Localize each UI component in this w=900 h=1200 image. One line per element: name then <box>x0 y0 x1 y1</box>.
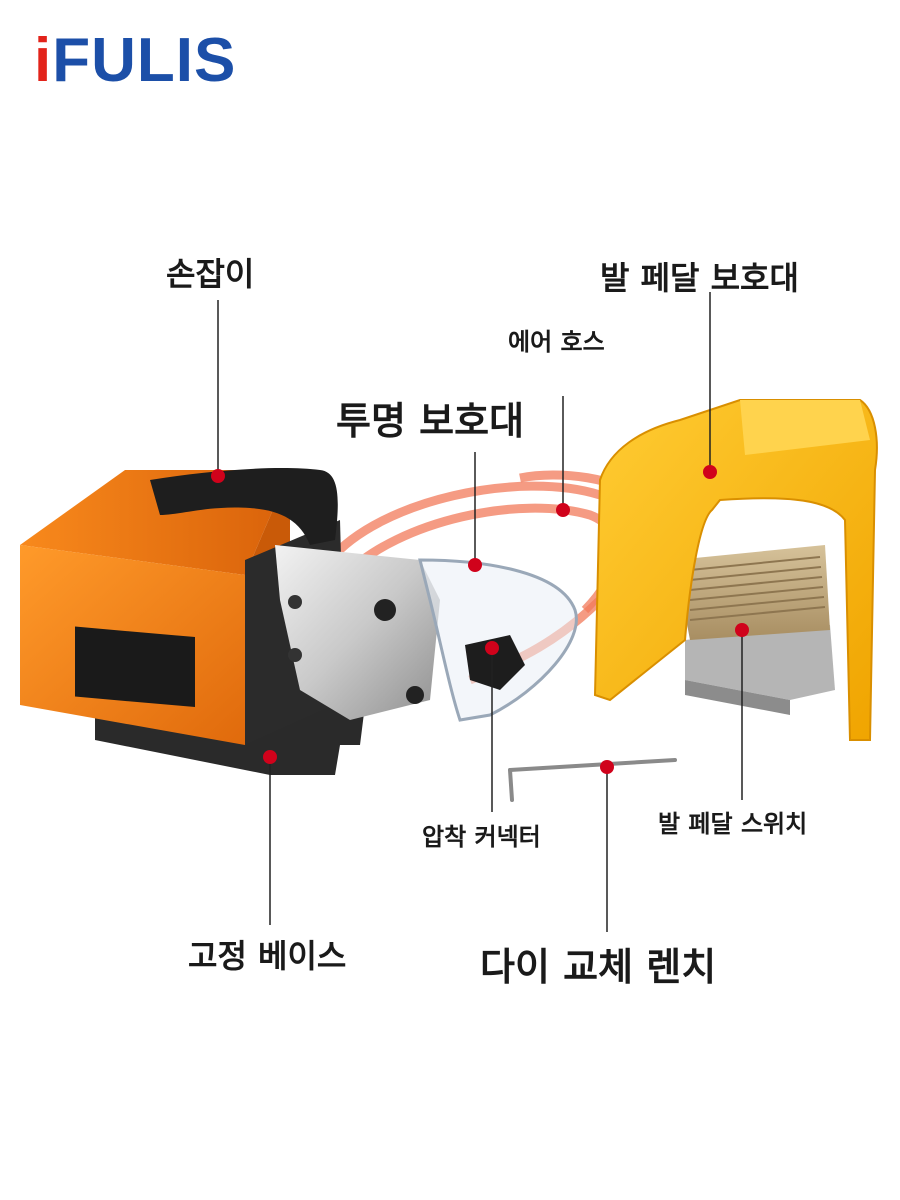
crimping-machine <box>20 468 578 775</box>
foot-pedal <box>593 399 878 741</box>
label-crimp-connector: 압착 커넥터 <box>422 823 541 851</box>
marker-fixed-base <box>263 750 277 764</box>
logo-i: i <box>34 26 53 95</box>
marker-clear-guard <box>468 558 482 572</box>
marker-die-wrench <box>600 760 614 774</box>
markers <box>211 465 749 774</box>
brand-logo: iFULIS <box>34 30 236 92</box>
label-pedal-switch: 발 페달 스위치 <box>658 810 808 838</box>
spec-plate <box>75 626 195 708</box>
label-fixed-base: 고정 베이스 <box>188 937 347 975</box>
label-pedal-guard: 발 페달 보호대 <box>600 259 799 297</box>
label-air-hose: 에어 호스 <box>508 328 605 356</box>
marker-handle <box>211 469 225 483</box>
label-die-wrench: 다이 교체 렌치 <box>480 945 717 989</box>
marker-air-hose <box>556 503 570 517</box>
die-wrench <box>508 758 677 802</box>
label-handle: 손잡이 <box>166 255 255 293</box>
marker-pedal-guard <box>703 465 717 479</box>
label-clear-guard: 투명 보호대 <box>336 399 525 443</box>
logo-text: FULIS <box>52 26 237 95</box>
marker-pedal-switch <box>735 623 749 637</box>
leader-lines <box>217 292 743 932</box>
marker-crimp-connector <box>485 641 499 655</box>
